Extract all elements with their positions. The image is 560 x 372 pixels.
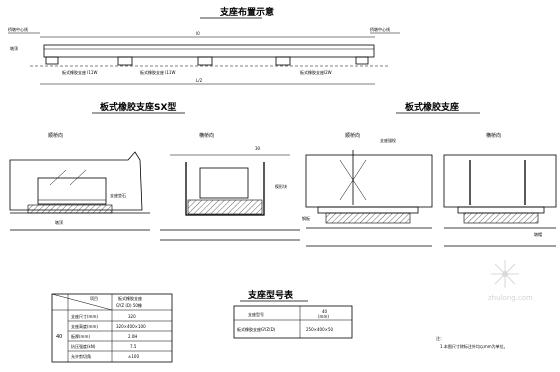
pad-a bbox=[37, 177, 107, 205]
pad-label-a2: 钢板 bbox=[302, 215, 310, 221]
section1-view-a: 顺桥向 bbox=[48, 132, 63, 139]
support-label-a: 支座垫石 bbox=[110, 192, 126, 198]
watermark-logo bbox=[491, 260, 519, 288]
bearing-right bbox=[355, 56, 369, 65]
lt-header-slash bbox=[51, 293, 113, 311]
plate-b2 bbox=[457, 206, 545, 214]
rt-row-label: 板式橡胶支座GYZ(D) bbox=[237, 326, 276, 332]
bottom-span-label: L/2 bbox=[196, 78, 203, 83]
base-label-b2: 墩帽 bbox=[534, 231, 542, 237]
lt-head-2b: GYZ (D) 50橡 bbox=[116, 302, 142, 308]
section2-view-b: 横桥向 bbox=[486, 132, 501, 139]
lt-r4-label: 抗压强度(kN) bbox=[71, 343, 96, 349]
bedstone-b2 bbox=[463, 212, 539, 224]
lt-r5-label: 允许剪切角 bbox=[71, 353, 91, 359]
right-axis-label: 桥墩中心线 bbox=[370, 26, 390, 32]
leader-a2 bbox=[69, 169, 87, 186]
label-bearing-right: 板式橡胶支座l2W bbox=[300, 69, 332, 75]
bedstone-a bbox=[27, 204, 113, 214]
lt-r4-val: 7.5 bbox=[130, 344, 137, 349]
rt-row-value: 250×400×50 bbox=[306, 327, 334, 332]
bearing-4 bbox=[275, 56, 291, 66]
girder-end-label: 墩顶 bbox=[10, 45, 18, 51]
beam-b2 bbox=[443, 154, 557, 208]
bearings-row bbox=[45, 56, 369, 66]
section1-view-b: 横桥向 bbox=[199, 132, 214, 139]
girder-end-a bbox=[9, 151, 143, 211]
plate-a2 bbox=[317, 206, 419, 214]
watermark: zhulong.com bbox=[488, 260, 533, 302]
lt-r3-val: 2.0H bbox=[128, 334, 137, 339]
bearing-left bbox=[45, 56, 59, 65]
lt-r1-label: 支座尺寸(mm) bbox=[71, 313, 98, 319]
lt-r3-label: 板厚(mm) bbox=[71, 333, 90, 339]
table-title: 支座型号表 bbox=[247, 289, 294, 301]
section2: 板式橡胶支座 顺桥向 支座锚栓 钢板 横桥向 墩帽 bbox=[302, 101, 557, 247]
bearing-table: 支座型号表 项目 板式橡胶支座 GYZ (D) 50橡 40 支座尺寸(mm) … bbox=[51, 289, 353, 363]
leader-a1 bbox=[49, 169, 67, 186]
rt-col1: 支座型号 bbox=[248, 311, 264, 317]
right-table bbox=[233, 305, 353, 339]
section1-title: 板式橡胶支座SX型 bbox=[100, 101, 176, 113]
label-bearing-left: 板式橡胶支座 l11W bbox=[62, 69, 97, 75]
pier-label-a: 墩顶 bbox=[55, 219, 63, 225]
section2-view-a: 顺桥向 bbox=[345, 132, 360, 139]
lt-r2-label: 支座高度(mm) bbox=[71, 323, 98, 329]
lt-group: 40 bbox=[56, 334, 62, 340]
layout-title: 支座布置示意 bbox=[219, 6, 274, 18]
bearing-3 bbox=[197, 56, 213, 66]
notes: 注： 1.本图尺寸除标注外均以mm为单位。 bbox=[436, 335, 508, 349]
dim-b: 30 bbox=[255, 146, 261, 151]
lt-head-2: 板式橡胶支座 bbox=[118, 295, 142, 301]
lt-r1-val: 320 bbox=[128, 314, 136, 319]
note-line1: 注： bbox=[436, 335, 444, 341]
layout-diagram: 支座布置示意 桥墩中心线 桥墩中心线 l0 墩顶 板式橡胶支座 l11W 板式橡… bbox=[8, 6, 400, 85]
block-label-b: 楔形块 bbox=[275, 183, 287, 189]
anchor-label-a2: 支座锚栓 bbox=[380, 137, 396, 143]
section1: 板式橡胶支座SX型 顺桥向 墩顶 支座垫石 横桥向 30 楔形块 bbox=[9, 101, 300, 241]
lt-head-1: 项目 bbox=[90, 295, 98, 301]
section2-title: 板式橡胶支座 bbox=[405, 101, 459, 113]
beam-web-b bbox=[185, 162, 265, 216]
label-bearing-mid: 板式橡胶支座 l11W bbox=[140, 69, 175, 75]
girder bbox=[43, 44, 375, 58]
rt-col2: 40 bbox=[322, 309, 328, 314]
bearing-2 bbox=[117, 56, 133, 66]
bedstone-a2 bbox=[325, 212, 411, 224]
note-line2: 1.本图尺寸除标注外均以mm为单位。 bbox=[440, 343, 508, 349]
beam-a2 bbox=[305, 154, 433, 208]
left-axis-label: 桥墩中心线 bbox=[8, 26, 28, 32]
lt-r2-val: 320×400×100 bbox=[116, 324, 146, 329]
wedge-b bbox=[187, 199, 263, 215]
pad-b bbox=[199, 167, 249, 199]
span-label: l0 bbox=[196, 31, 200, 36]
rt-col2b: (mm) bbox=[318, 314, 329, 319]
lt-r5-val: ±100 bbox=[128, 354, 139, 359]
watermark-text: zhulong.com bbox=[488, 294, 533, 302]
